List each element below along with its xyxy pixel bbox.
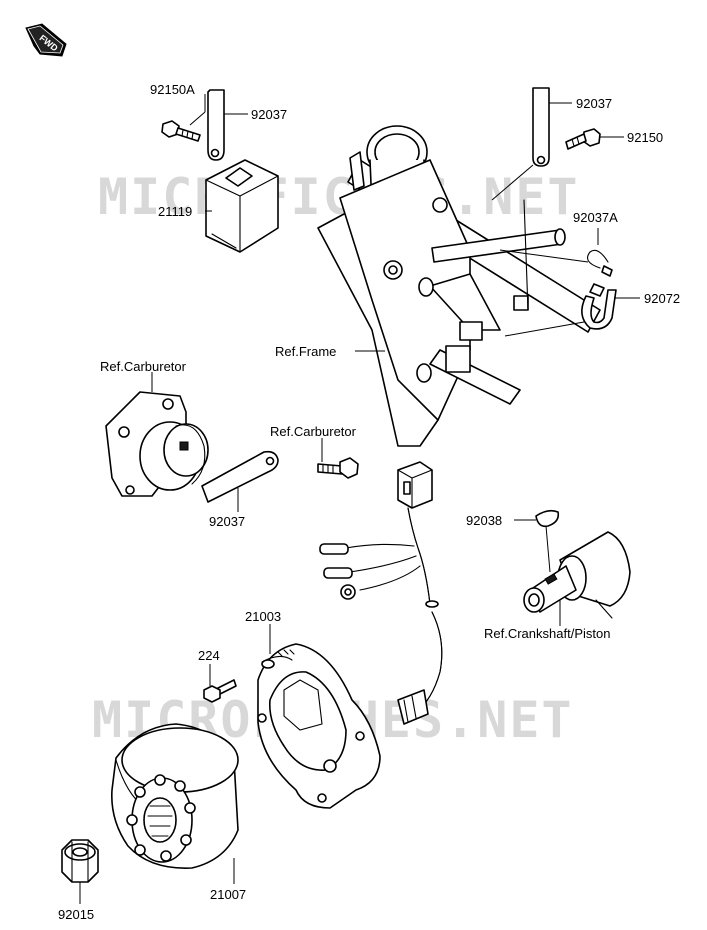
carburetor-intake	[105, 391, 209, 497]
label-92037a: 92037A	[573, 210, 618, 225]
wiring-harness	[319, 461, 443, 725]
band-92072	[581, 283, 617, 330]
fwd-arrow-icon: FWD	[25, 23, 67, 57]
label-92072: 92072	[644, 291, 680, 306]
key-92038	[535, 509, 560, 528]
leader-92038-b	[545, 525, 551, 573]
label-21007: 21007	[210, 887, 246, 902]
screw-224	[203, 679, 237, 703]
label-92037-top-left: 92037	[251, 107, 287, 122]
leader-92037a-b	[499, 249, 589, 263]
label-21119: 21119	[158, 204, 192, 219]
crankshaft	[523, 531, 631, 619]
label-224: 224	[198, 648, 220, 663]
flywheel-rotor-21007	[111, 723, 239, 869]
leader-92150a-b	[189, 111, 206, 126]
nut-92015	[61, 839, 99, 883]
bolt-92150a	[161, 120, 201, 142]
leader-92072-b	[504, 321, 585, 337]
watermark-top: MICROFICHES.NET	[98, 168, 580, 226]
leader-92037-tr-b	[491, 164, 534, 201]
label-92038: 92038	[466, 513, 502, 528]
cdi-unit-21119	[205, 159, 279, 253]
label-21003: 21003	[245, 609, 281, 624]
label-ref-carburetor-right: Ref.Carburetor	[270, 424, 357, 439]
label-92150a: 92150A	[150, 82, 195, 97]
bolt-92150	[565, 128, 601, 150]
label-ref-frame: Ref.Frame	[275, 344, 336, 359]
label-92037-mid: 92037	[209, 514, 245, 529]
stator-plate-21003	[257, 643, 381, 809]
label-ref-crankshaft: Ref.Crankshaft/Piston	[484, 626, 610, 641]
frame	[317, 125, 601, 447]
label-92150: 92150	[627, 130, 663, 145]
bolt-carburetor	[317, 457, 359, 479]
bracket-strap-92037-top-left	[207, 89, 225, 161]
label-92015: 92015	[58, 907, 94, 922]
label-ref-carburetor-left: Ref.Carburetor	[100, 359, 187, 374]
bracket-strap-92037-mid	[201, 450, 279, 503]
bracket-strap-92037-top-right	[532, 87, 550, 167]
label-92037-top-right: 92037	[576, 96, 612, 111]
clamp-92037a	[587, 249, 613, 277]
